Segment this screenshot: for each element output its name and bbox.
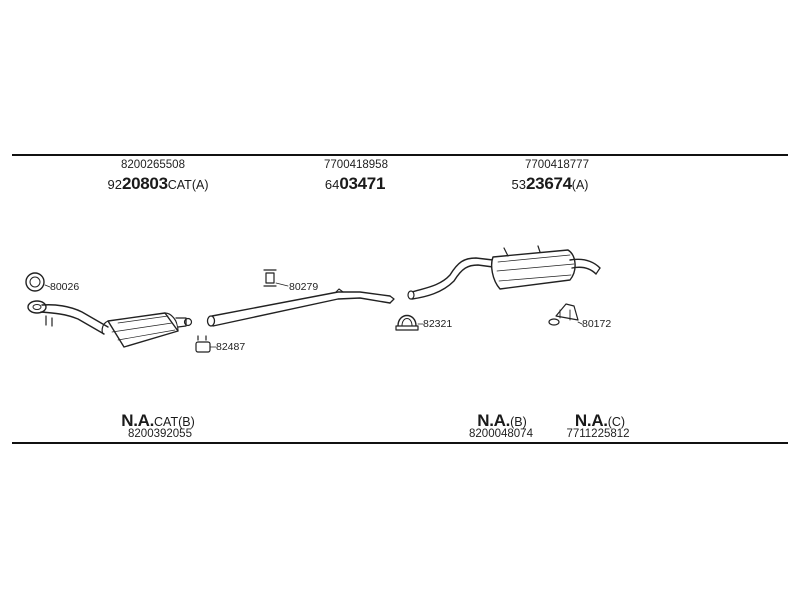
rubber-hanger-80279 [263,269,289,287]
top-divider-line [12,154,788,156]
callout-82321: 82321 [423,318,453,330]
callout-80279: 80279 [289,281,319,293]
ref-label-part-b: N.A.(B) [477,411,527,430]
part-number-middle-pipe: 7700418958 [324,159,388,171]
callout-82487: 82487 [216,341,246,353]
clamp-82487 [195,335,217,353]
part-number-part-c: 7711225812 [566,428,630,440]
middle-pipe-03471 [206,288,395,327]
bottom-divider-line [12,442,788,444]
ref-label-catalyst-b: N.A.CAT(B) [121,411,195,430]
part-number-part-b: 8200048074 [469,428,533,440]
callout-80172: 80172 [582,318,612,330]
ref-label-rear-silencer: 5323674(A) [511,174,589,193]
ref-label-part-c: N.A.(C) [574,411,626,430]
ref-label-catalyst: 9220803CAT(A) [107,174,209,193]
rubber-mount-80172 [548,303,583,326]
rear-silencer-23674 [407,245,601,300]
ring-gasket-80026 [25,272,51,292]
part-number-catalyst: 8200265508 [121,159,185,171]
part-number-rear-silencer: 7700418777 [525,159,589,171]
clamp-82321 [395,314,424,331]
catalytic-converter-front-pipe [27,300,193,348]
part-number-catalyst-b: 8200392055 [128,428,192,440]
callout-80026: 80026 [50,281,80,293]
ref-label-middle-pipe: 6403471 [324,174,386,193]
